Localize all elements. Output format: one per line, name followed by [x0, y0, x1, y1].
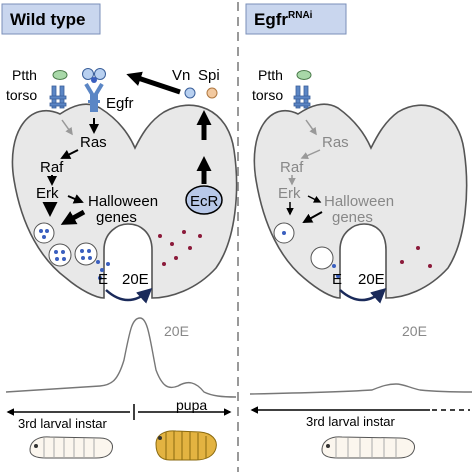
curve-20e-label: 20E [164, 323, 189, 339]
twenty-e-dots-rnai [400, 246, 432, 268]
ecdysone-titer-curve-rnai [249, 383, 473, 395]
secreted-ecdysone-dots [96, 260, 110, 280]
ecdysone-vesicles [33, 222, 98, 267]
ptth-label: Ptth [12, 67, 37, 83]
ras-label: Ras [80, 134, 107, 151]
raf-label: Raf [40, 159, 64, 176]
spi-label: Spi [198, 67, 220, 84]
larva-icon [29, 436, 113, 459]
torso-to-ras-arrow [61, 119, 73, 136]
wild-type-title: Wild type [10, 10, 85, 29]
larval-stage-label: 3rd larval instar [18, 416, 108, 431]
halloween-to-vesicle-arrow [60, 209, 86, 225]
ecr-label: EcR [190, 193, 219, 210]
secreted-ecdysone-dots-rnai [332, 264, 340, 278]
wild-type-panel: Wild type Ptth torso Egfr Vn Spi [1, 3, 238, 461]
raf-label-rnai: Raf [280, 159, 304, 176]
ras-label-rnai: Ras [322, 134, 349, 151]
larval-stage-text: 3rd larval instar [18, 416, 108, 431]
egfr-label: Egfr [106, 95, 134, 112]
torso-receptor-icon-rnai [293, 85, 311, 109]
torso-to-ras-arrow-rnai [305, 119, 317, 136]
ptth-ligand-icon-rnai [296, 70, 312, 80]
erk-to-halloween-arrow [67, 194, 84, 204]
egfr-rnai-panel: EgfrRNAi Ptth torso Ras Raf Erk Hallowee… [245, 3, 473, 459]
spi-ligand-icon [206, 87, 218, 99]
twenty-e-dots [158, 230, 202, 266]
halloween-label-line1: Halloween [88, 193, 158, 210]
pupa-stage-label: pupa [176, 397, 207, 413]
ras-to-raf-arrow-rnai [300, 149, 321, 159]
egfr-rnai-title: EgfrRNAi [254, 10, 313, 29]
torso-receptor-icon [49, 85, 67, 109]
e-label-rnai: E [332, 271, 342, 288]
egfr-rnai-title-main: Egfr [254, 10, 288, 29]
larval-stage-text-rnai: 3rd larval instar [306, 414, 396, 429]
halloween-label-line2-rnai: genes [332, 209, 373, 226]
pupa-icon [155, 430, 217, 461]
ptth-label-rnai: Ptth [258, 67, 283, 83]
erk-label: Erk [36, 185, 59, 202]
e-to-20e-conversion-arrow [105, 287, 153, 304]
halloween-to-vesicle-arrow-rnai [302, 211, 323, 223]
halloween-label-line2: genes [96, 209, 137, 226]
ras-to-raf-arrow [60, 149, 79, 159]
erk-to-halloween-arrow-rnai [307, 195, 322, 203]
vn-ligand-icon [184, 87, 196, 99]
ecr-receptor [185, 185, 223, 215]
wild-type-title-box [1, 3, 101, 35]
egfr-rnai-title-box [245, 3, 347, 35]
twenty-e-label: 20E [122, 271, 149, 288]
egfr-rnai-title-sup: RNAi [288, 10, 313, 21]
egfr-receptor-icon [82, 68, 106, 112]
ptth-ligand-icon [52, 70, 68, 80]
e-label: E [98, 271, 108, 288]
ecdysone-titer-curve [5, 317, 237, 398]
torso-label: torso [6, 87, 37, 103]
twenty-e-label-rnai: 20E [358, 271, 385, 288]
erk-label-rnai: Erk [278, 185, 301, 202]
ligand-secretion-arrow [126, 71, 181, 95]
torso-label-rnai: torso [252, 87, 283, 103]
ecdysone-vesicles-rnai [273, 222, 334, 270]
larval-stage-label-rnai: 3rd larval instar [306, 414, 396, 429]
e-to-20e-conversion-arrow-rnai [339, 287, 387, 304]
vn-label: Vn [172, 67, 190, 84]
curve-20e-label-rnai: 20E [402, 323, 427, 339]
larva-icon-rnai [321, 436, 415, 459]
halloween-label-line1-rnai: Halloween [324, 193, 394, 210]
